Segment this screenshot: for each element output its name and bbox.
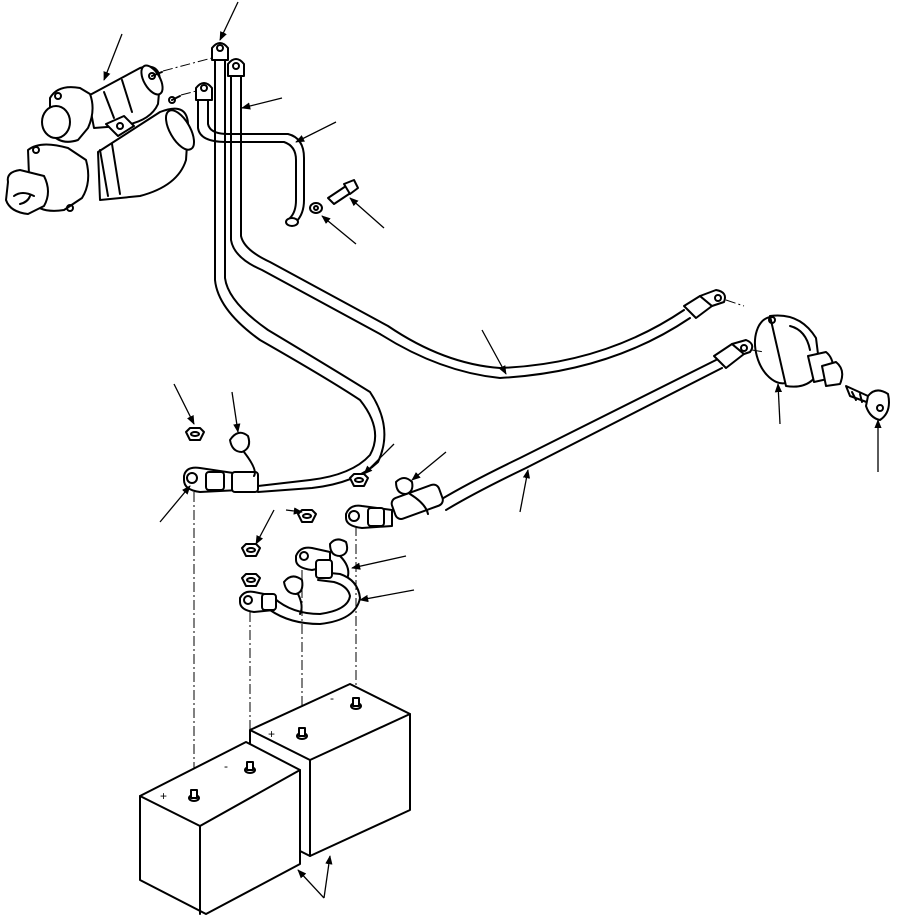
callout-leaders <box>103 1 882 899</box>
switch-key <box>845 385 890 421</box>
battery-jumper-cable <box>239 538 361 625</box>
washer-and-bolt <box>309 179 359 214</box>
battery-to-switch-cable <box>439 339 754 511</box>
left-terminal-nut <box>185 427 205 441</box>
right-terminal-nut <box>349 473 369 487</box>
starter-to-battery-cable <box>211 42 386 493</box>
front-negative-sign: - <box>224 759 228 773</box>
starter-motor <box>5 64 195 215</box>
battery-front: + - <box>139 741 301 915</box>
jumper-nuts <box>241 509 317 587</box>
right-cable-terminal <box>345 477 444 529</box>
battery-disconnect-switch <box>753 314 844 388</box>
left-cable-terminal <box>183 431 259 493</box>
short-ground-cable <box>195 82 305 227</box>
starter-to-switch-cable <box>227 58 726 379</box>
rear-positive-sign: + <box>268 727 275 741</box>
front-positive-sign: + <box>160 789 167 803</box>
rear-negative-sign: - <box>330 691 334 705</box>
